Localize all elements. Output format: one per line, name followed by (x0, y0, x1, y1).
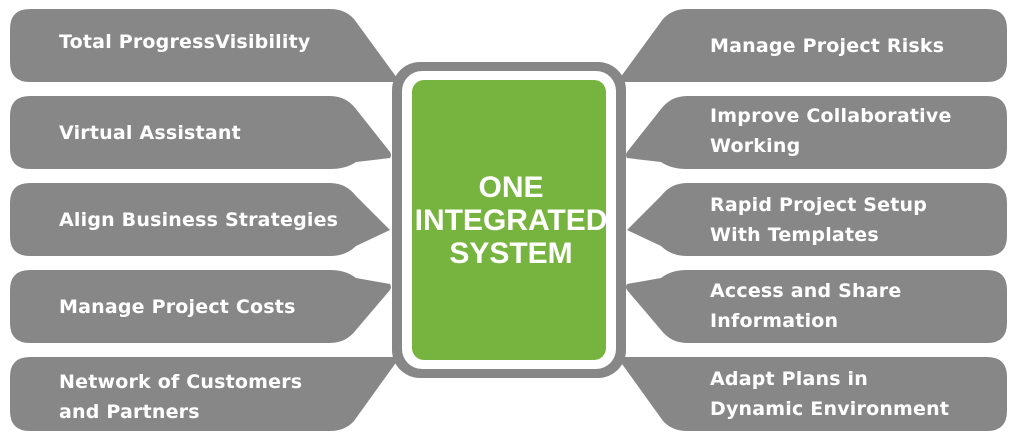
right-tab-1 (617, 9, 1007, 82)
left-tab-2 (10, 96, 391, 169)
left-item-4-label: Manage Project Costs (59, 296, 296, 318)
left-tab-1 (10, 9, 400, 82)
right-tab-2 (626, 96, 1007, 169)
right-item-4-label: Access and Share Information (710, 280, 902, 332)
right-tab-4 (626, 270, 1007, 343)
left-item-1-label: Total ProgressVisibility (59, 31, 311, 53)
right-tab-3 (627, 183, 1007, 256)
left-item-3-label: Align Business Strategies (59, 209, 339, 231)
right-item-2-label: Improve Collaborative Working (710, 105, 952, 157)
left-tab-5 (10, 357, 400, 431)
center-title: ONE INTEGRATED SYSTEM (414, 170, 608, 270)
right-item-1-label: Manage Project Risks (710, 35, 945, 57)
left-tab-4 (10, 270, 391, 343)
center-core (412, 80, 606, 360)
left-item-5-label: Network of Customers and Partners (59, 371, 303, 423)
right-tab-5 (617, 357, 1007, 431)
right-item-3-label: Rapid Project Setup With Templates (710, 194, 928, 246)
right-item-5-label: Adapt Plans in Dynamic Environment (710, 368, 950, 420)
left-tab-3 (10, 183, 390, 256)
left-item-2-label: Virtual Assistant (59, 122, 241, 144)
